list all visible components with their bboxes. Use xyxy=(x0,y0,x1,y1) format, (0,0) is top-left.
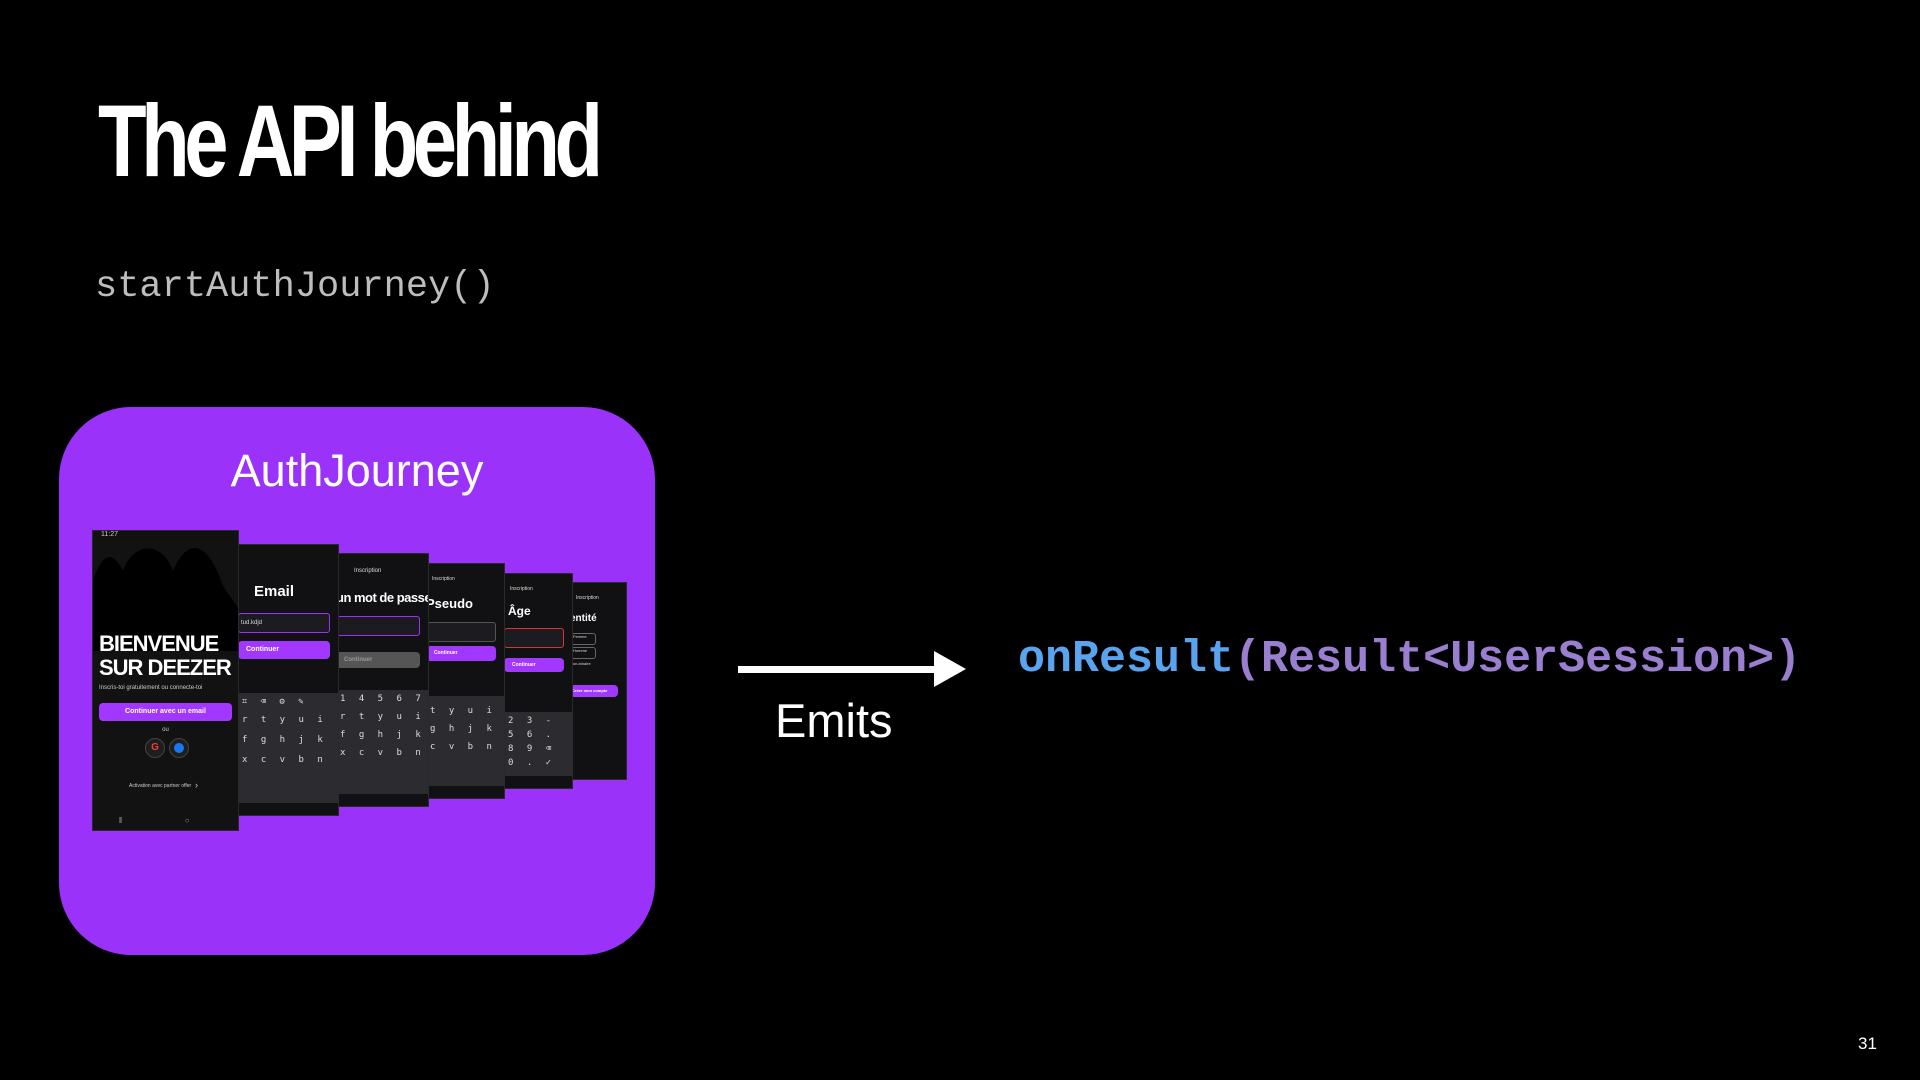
kbd-row: f g h j k l m xyxy=(242,735,334,745)
decorative-shapes xyxy=(93,548,238,651)
screen-header: Inscription xyxy=(354,568,382,574)
status-bar xyxy=(426,564,504,574)
function-call-code: startAuthJourney() xyxy=(95,266,495,308)
screen-title: Pseudo xyxy=(426,596,473,611)
kbd-row: ⌗ ⌫ ⚙ ✎ xyxy=(242,697,308,707)
callback-code: onResult(Result<UserSession>) xyxy=(1018,634,1801,685)
continue-button[interactable]: Continuer xyxy=(426,646,496,661)
continue-button[interactable]: Continuer xyxy=(504,658,564,672)
arrow-line xyxy=(738,666,938,673)
kbd-row: t y u i o p xyxy=(430,706,500,716)
screen-header: Inscription xyxy=(510,586,533,592)
screen-title: un mot de passe xyxy=(336,590,429,605)
continue-button[interactable]: Continuer xyxy=(336,652,420,668)
page-number: 31 xyxy=(1858,1034,1877,1053)
phone-screen-identity: Inscription entité Femme Homme Non-binai… xyxy=(569,582,627,780)
facebook-icon[interactable] xyxy=(169,738,189,758)
option-nonbinaire[interactable]: Non-binaire xyxy=(570,661,591,666)
status-bar: 11:27 xyxy=(93,531,238,541)
kbd-row: 2 3 - xyxy=(508,716,556,726)
kbd-row: g h j k l m xyxy=(430,724,500,734)
arrow-label: Emits xyxy=(775,694,893,747)
phone-screen-email: Email tud.kdjd Continuer ⌗ ⌫ ⚙ ✎ r t y u… xyxy=(237,544,339,816)
kbd-row: r t y u i o p xyxy=(242,715,334,725)
arrow-head-icon xyxy=(934,651,966,687)
phone-screen-password: Inscription un mot de passe Continuer 1 … xyxy=(335,553,429,807)
password-input[interactable] xyxy=(336,616,420,636)
continue-button[interactable]: Continuer xyxy=(238,641,330,659)
phone-screen-welcome: 11:27 BIENVENUE SUR DEEZER Inscris-toi g… xyxy=(92,530,239,831)
kbd-row: 5 6 . xyxy=(508,730,556,740)
kbd-row: x c v b n ' ⌫ xyxy=(242,755,334,765)
kbd-row: 1 4 5 6 7 8 9 0 xyxy=(340,694,424,704)
continue-email-button[interactable]: Continuer avec un email xyxy=(99,703,232,721)
screen-title: Âge xyxy=(508,604,531,618)
partner-offer-link[interactable]: Activation avec partner offer xyxy=(129,783,192,789)
keyboard: ⌗ ⌫ ⚙ ✎ r t y u i o p f g h j k l m x c … xyxy=(238,693,338,803)
status-bar xyxy=(504,574,572,584)
status-time: 11:27 xyxy=(101,531,118,538)
or-label: ou xyxy=(162,727,169,733)
kbd-row: c v b n ' ⌫ xyxy=(430,742,500,752)
status-bar xyxy=(336,554,428,564)
screen-title: Email xyxy=(254,583,295,600)
option-femme[interactable]: Femme xyxy=(570,633,596,645)
kbd-row: 0 . ✓ xyxy=(508,758,556,768)
chevron-right-icon: › xyxy=(195,780,198,790)
keyboard: t y u i o p g h j k l m c v b n ' ⌫ xyxy=(426,696,504,786)
numeric-keyboard: 2 3 - 5 6 . 8 9 ⌫ 0 . ✓ xyxy=(504,712,572,776)
welcome-heading-line2: SUR DEEZER xyxy=(99,655,232,680)
google-icon[interactable]: G xyxy=(145,738,165,758)
pseudo-input[interactable] xyxy=(426,622,496,642)
keyboard: 1 4 5 6 7 8 9 0 r t y u i o p f g h j k … xyxy=(336,690,428,794)
kbd-row: x c v b n ' ⌫ xyxy=(340,748,424,758)
callback-name: onResult xyxy=(1018,634,1235,685)
screen-header: Inscription xyxy=(432,576,455,582)
callback-signature: (Result<UserSession>) xyxy=(1234,634,1802,685)
status-bar xyxy=(570,583,626,593)
nav-bar: ⦀ ○ ‹ xyxy=(119,816,238,825)
option-homme[interactable]: Homme xyxy=(570,647,596,659)
screen-header: Inscription xyxy=(576,595,599,601)
welcome-subtitle: Inscris-toi gratuitement ou connecte-toi xyxy=(99,685,203,691)
slide-title: The API behind xyxy=(98,84,603,198)
card-label: AuthJourney xyxy=(230,445,484,496)
phone-screen-age: Inscription Âge Continuer 2 3 - 5 6 . 8 … xyxy=(503,573,573,789)
auth-journey-card: AuthJourney Inscription entité Femme Hom… xyxy=(59,407,655,955)
status-bar xyxy=(238,545,338,555)
welcome-heading-line1: BIENVENUE xyxy=(99,631,219,656)
email-value: tud.kdjd xyxy=(241,620,263,626)
screen-title: entité xyxy=(570,613,597,624)
phone-screen-pseudo: Inscription Pseudo Continuer t y u i o p… xyxy=(425,563,505,799)
create-account-button[interactable]: Créer mon compte xyxy=(570,685,618,697)
age-input[interactable] xyxy=(504,628,564,648)
email-input[interactable]: tud.kdjd xyxy=(238,613,330,633)
kbd-row: f g h j k l m xyxy=(340,730,424,740)
kbd-row: 8 9 ⌫ xyxy=(508,744,556,754)
kbd-row: r t y u i o p xyxy=(340,712,424,722)
